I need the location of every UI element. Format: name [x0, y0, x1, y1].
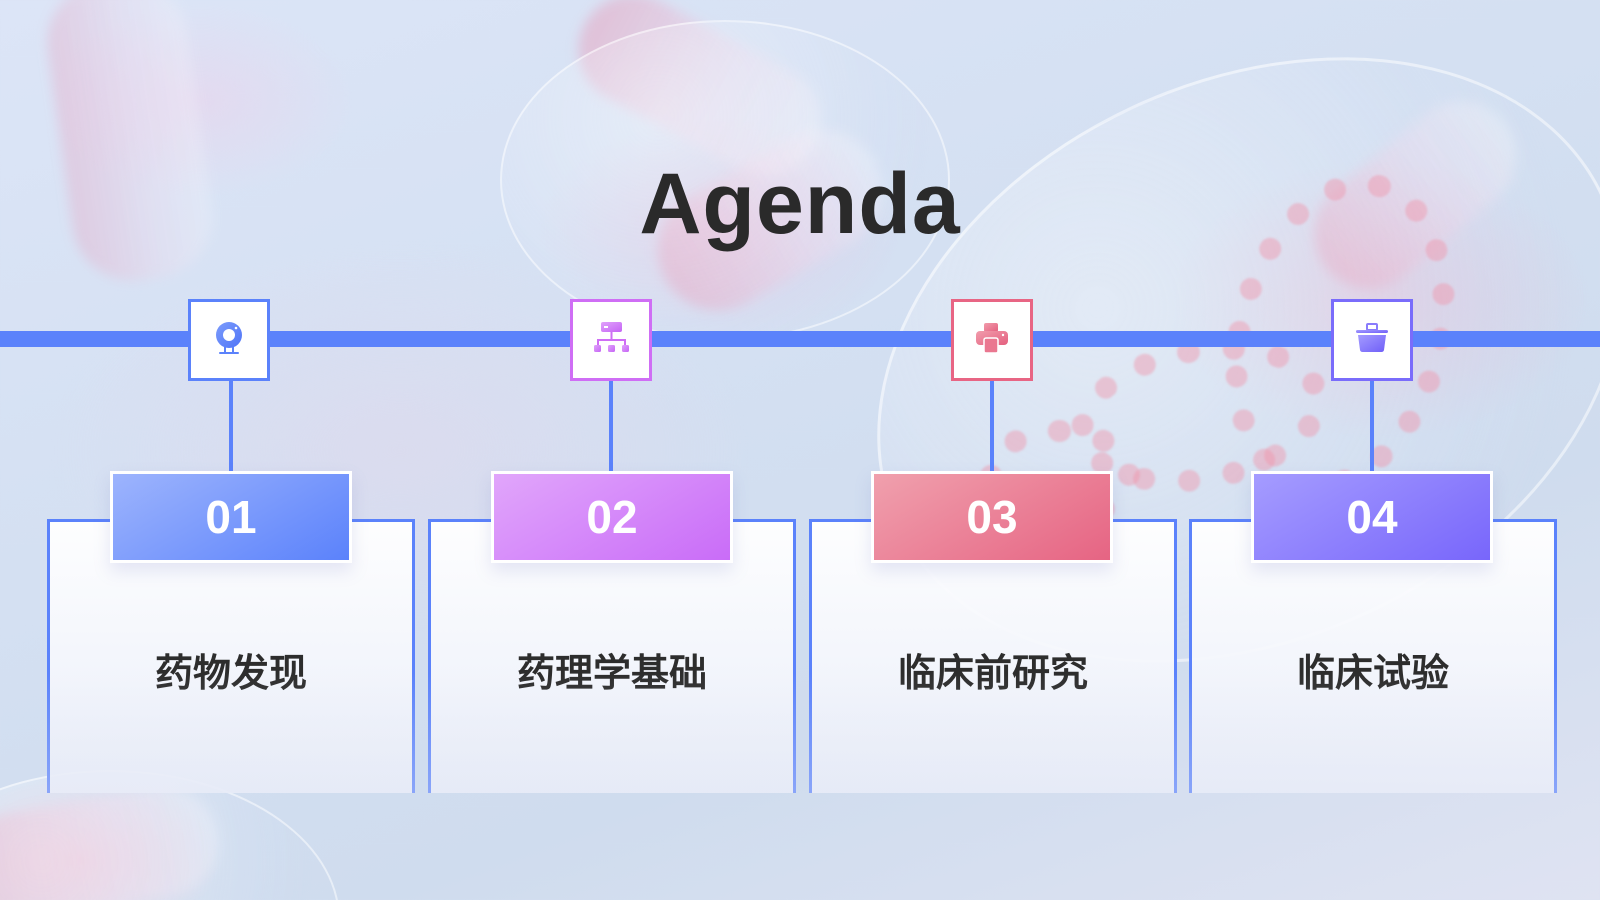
- agenda-card-3[interactable]: 临床前研究: [809, 519, 1177, 793]
- timeline-connector-1: [229, 381, 233, 472]
- timeline-connector-2: [609, 381, 613, 472]
- printer-icon: [974, 320, 1010, 361]
- slide-title: Agenda: [639, 156, 961, 252]
- timeline-connector-3: [990, 381, 994, 472]
- agenda-item-label: 药物发现: [154, 651, 307, 695]
- timeline-node-2: [570, 299, 652, 381]
- agenda-item-label: 临床前研究: [897, 651, 1088, 695]
- agenda-card-1[interactable]: 药物发现: [47, 519, 415, 793]
- agenda-item-label: 药理学基础: [516, 651, 707, 695]
- timeline-connector-4: [1370, 381, 1374, 472]
- timeline-node-1: [188, 299, 270, 381]
- timeline-bar: [0, 331, 1600, 347]
- agenda-number-badge-3: 03: [871, 471, 1113, 563]
- agenda-card-4[interactable]: 临床试验: [1189, 519, 1557, 793]
- agenda-item-label: 临床试验: [1296, 651, 1449, 695]
- agenda-number-badge-4: 04: [1251, 471, 1493, 563]
- toolbox-icon: [1354, 320, 1390, 361]
- agenda-card-2[interactable]: 药理学基础: [428, 519, 796, 793]
- timeline-node-4: [1331, 299, 1413, 381]
- webcam-icon: [211, 320, 247, 361]
- timeline-node-3: [951, 299, 1033, 381]
- agenda-number-badge-1: 01: [110, 471, 352, 563]
- hierarchy-icon: [593, 320, 629, 361]
- agenda-number-badge-2: 02: [491, 471, 733, 563]
